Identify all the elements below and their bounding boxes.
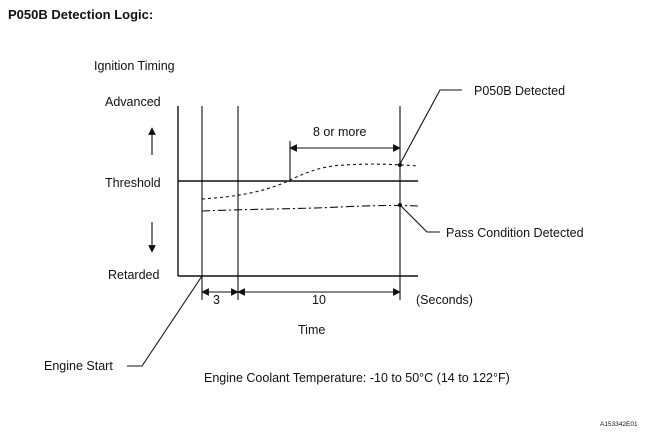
- figure-id: A153342E01: [600, 421, 638, 428]
- dashdot-timing-curve: [201, 204, 419, 212]
- engine-start-leader: [127, 275, 203, 367]
- pass-callout: Pass Condition Detected: [446, 226, 584, 240]
- y-level-threshold: Threshold: [105, 176, 161, 190]
- pass-leader: [399, 204, 440, 233]
- diagram-title: P050B Detection Logic:: [8, 7, 153, 22]
- second-duration-label: 10: [312, 293, 326, 307]
- first-duration-label: 3: [213, 293, 220, 307]
- y-level-advanced: Advanced: [105, 95, 161, 109]
- y-axis-title: Ignition Timing: [94, 59, 175, 73]
- coolant-condition: Engine Coolant Temperature: -10 to 50°C …: [204, 371, 510, 385]
- detect-window-label: 8 or more: [313, 125, 367, 139]
- detected-leader: [399, 89, 462, 165]
- detected-callout: P050B Detected: [474, 84, 565, 98]
- engine-start-callout: Engine Start: [44, 359, 113, 373]
- x-axis-title: Time: [298, 323, 325, 337]
- dashed-timing-curve: [201, 163, 419, 200]
- y-level-retarded: Retarded: [108, 268, 159, 282]
- duration-units: (Seconds): [416, 293, 473, 307]
- detected-point: [398, 163, 402, 167]
